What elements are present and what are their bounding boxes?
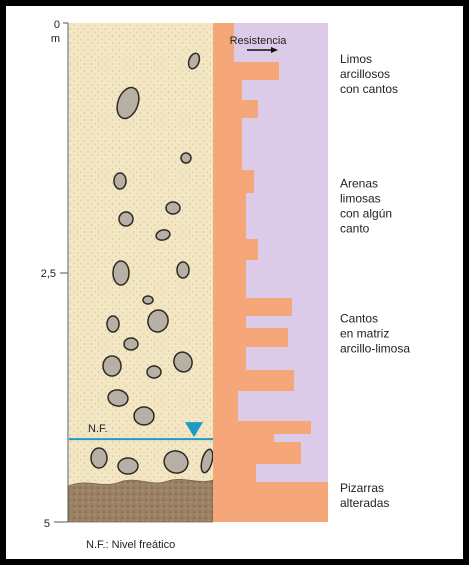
depth-axis: 0 m 2,5 5	[41, 19, 68, 530]
layer-description-line: arcillo-limosa	[340, 341, 410, 355]
layer-description-line: con cantos	[340, 82, 398, 96]
figure-frame: 0 m 2,5 5	[6, 6, 463, 559]
axis-tick-label-5: 5	[44, 518, 50, 530]
resistance-header: Resistencia	[230, 35, 288, 47]
soil-column	[69, 23, 215, 522]
layer-description-line: con algún	[340, 207, 392, 221]
layer-description-line: arcillosos	[340, 67, 390, 81]
layer-description-line: alteradas	[340, 496, 389, 510]
legend-text: N.F.: Nivel freático	[86, 539, 175, 551]
layer-description-line: Cantos	[340, 311, 378, 325]
axis-tick-label-0: 0	[54, 19, 60, 31]
axis-unit-label: m	[51, 33, 60, 45]
soil-profile-diagram: 0 m 2,5 5	[6, 6, 463, 559]
axis-tick-label-2-5: 2,5	[41, 268, 56, 280]
layer-description-line: en matriz	[340, 326, 389, 340]
layer-description-line: Limos	[340, 52, 372, 66]
layer-description-line: limosas	[340, 192, 381, 206]
water-table-label: N.F.	[88, 423, 108, 435]
layer-description-line: canto	[340, 222, 370, 236]
soil-layer-upper	[69, 23, 213, 522]
resistance-column: Resistencia	[213, 23, 328, 522]
layer-description-line: Pizarras	[340, 481, 384, 495]
layer-description-line: Arenas	[340, 177, 378, 191]
bedrock-layer	[69, 479, 213, 522]
